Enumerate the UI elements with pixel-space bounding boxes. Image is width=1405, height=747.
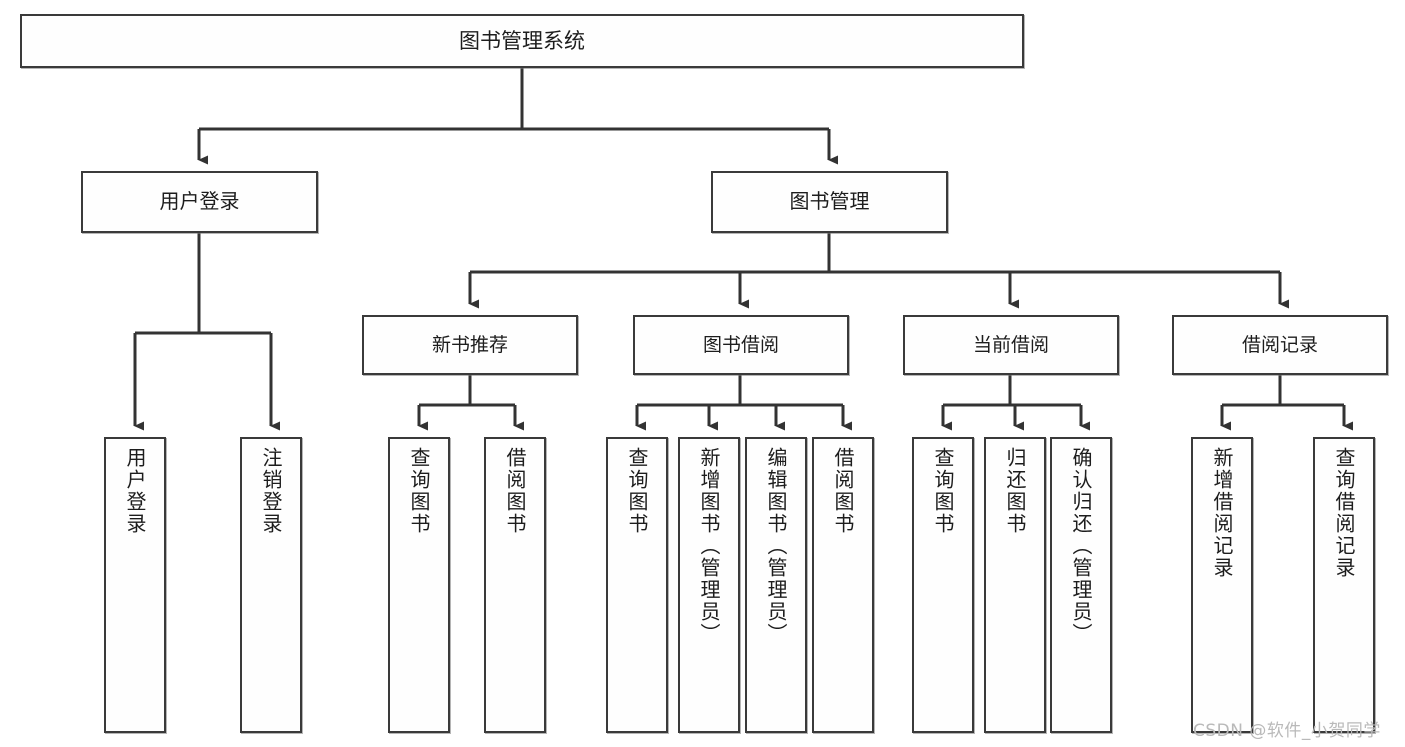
node-book-borrow-label: 图书借阅 <box>702 333 779 356</box>
node-leaf-add-book-admin[interactable]: 新增图书（管理员） <box>678 437 740 733</box>
csdn-watermark: CSDN @软件_小贺同学 <box>1193 721 1381 741</box>
node-leaf-add-book-admin-label: 新增图书（管理员） <box>697 447 721 645</box>
node-root-system[interactable]: 图书管理系统 <box>20 14 1024 68</box>
node-leaf-user-login-label: 用户登录 <box>123 447 147 535</box>
node-user-login-label: 用户登录 <box>159 189 240 214</box>
node-leaf-borrow-book-2[interactable]: 借阅图书 <box>812 437 874 733</box>
node-leaf-logout-login-label: 注销登录 <box>259 447 283 535</box>
node-leaf-borrow-book-1[interactable]: 借阅图书 <box>484 437 546 733</box>
node-leaf-edit-book-admin-label: 编辑图书（管理员） <box>764 447 788 645</box>
node-book-manage-label: 图书管理 <box>789 189 870 214</box>
node-book-manage[interactable]: 图书管理 <box>711 171 948 233</box>
node-leaf-confirm-return-admin[interactable]: 确认归还（管理员） <box>1050 437 1112 733</box>
node-leaf-query-book-1-label: 查询图书 <box>407 447 431 535</box>
node-leaf-user-login[interactable]: 用户登录 <box>104 437 166 733</box>
node-leaf-query-borrow-record-label: 查询借阅记录 <box>1332 447 1356 579</box>
node-borrow-record-label: 借阅记录 <box>1241 333 1318 356</box>
node-user-login[interactable]: 用户登录 <box>81 171 318 233</box>
node-current-borrow-label: 当前借阅 <box>972 333 1049 356</box>
node-leaf-add-borrow-record-label: 新增借阅记录 <box>1210 447 1234 579</box>
node-borrow-record[interactable]: 借阅记录 <box>1172 315 1388 375</box>
edge-group <box>133 68 1353 431</box>
node-leaf-query-book-2-label: 查询图书 <box>625 447 649 535</box>
node-leaf-logout-login[interactable]: 注销登录 <box>240 437 302 733</box>
node-leaf-query-borrow-record[interactable]: 查询借阅记录 <box>1313 437 1375 733</box>
node-leaf-borrow-book-2-label: 借阅图书 <box>831 447 855 535</box>
node-leaf-confirm-return-admin-label: 确认归还（管理员） <box>1069 447 1093 645</box>
node-leaf-add-borrow-record[interactable]: 新增借阅记录 <box>1191 437 1253 733</box>
node-leaf-return-book[interactable]: 归还图书 <box>984 437 1046 733</box>
node-leaf-query-book-3[interactable]: 查询图书 <box>912 437 974 733</box>
node-leaf-query-book-3-label: 查询图书 <box>931 447 955 535</box>
node-leaf-return-book-label: 归还图书 <box>1003 447 1027 535</box>
node-root-system-label: 图书管理系统 <box>459 28 585 53</box>
node-leaf-query-book-1[interactable]: 查询图书 <box>388 437 450 733</box>
node-leaf-borrow-book-1-label: 借阅图书 <box>503 447 527 535</box>
node-leaf-edit-book-admin[interactable]: 编辑图书（管理员） <box>745 437 807 733</box>
node-new-book-recommend-label: 新书推荐 <box>431 333 508 356</box>
node-book-borrow[interactable]: 图书借阅 <box>633 315 849 375</box>
node-leaf-query-book-2[interactable]: 查询图书 <box>606 437 668 733</box>
node-new-book-recommend[interactable]: 新书推荐 <box>362 315 578 375</box>
node-current-borrow[interactable]: 当前借阅 <box>903 315 1119 375</box>
